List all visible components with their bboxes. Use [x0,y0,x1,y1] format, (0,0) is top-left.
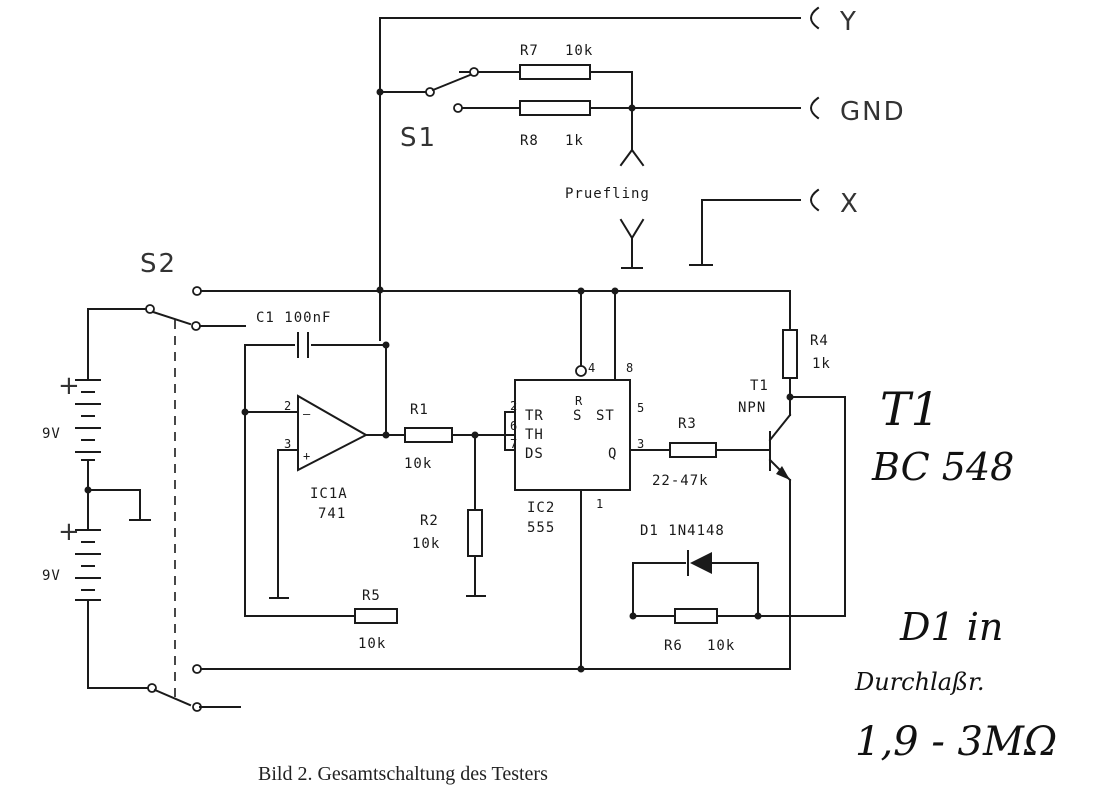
terminal-x: X [810,188,860,219]
timer-pin-s: S [573,408,582,424]
switch-s1: S1 [400,67,479,153]
handwritten-bc548: BC 548 [871,445,1014,489]
resistor-r7-value: 10k [565,43,593,59]
diode-d1: D1 1N4148 [640,523,725,576]
handwritten-t1: T1 [880,382,940,436]
terminal-gnd-label: GND [840,97,906,127]
resistor-r6: R6 10k [664,608,735,654]
timer-pin-5: 5 [637,401,644,415]
battery-2-plus: + [58,517,82,547]
timer-ic2: TR TH DS R S ST Q 2 6 7 4 8 5 3 1 IC2 55… [510,361,644,536]
resistor-r3-value: 22-47k [652,473,709,489]
battery-wiring [87,308,246,708]
junction-dot [382,341,390,349]
resistor-r4: R4 1k [782,329,831,379]
resistor-r5-name: R5 [362,588,381,604]
transistor-name: T1 [750,378,769,394]
terminal-gnd: GND [810,96,906,127]
battery-2-voltage: 9V [42,568,61,584]
resistor-r7-name: R7 [520,43,539,59]
opamp-name: IC1A [310,486,348,502]
figure-caption: Bild 2. Gesamtschaltung des Testers [258,763,548,785]
opamp-noninv-sign: + [303,449,310,463]
junction-dot [84,486,92,494]
timer-pin-ds: DS [525,446,544,462]
timer-pin-th: TH [525,427,544,443]
resistor-r1-value: 10k [404,456,432,472]
resistor-r4-name: R4 [810,333,829,349]
resistor-r7: R7 10k [519,43,593,80]
resistor-r8-value: 1k [565,133,584,149]
timer-pin-1: 1 [596,497,603,511]
timer-pin-4: 4 [588,361,595,375]
junction-dot [577,665,585,673]
junction-dot [382,431,390,439]
emitter-arrow [776,466,790,480]
timer-pin-q: Q [608,446,617,462]
junction-dot [241,408,249,416]
terminal-x-label: X [840,189,860,219]
handwritten-resistance: 1,9 - 3MΩ [855,719,1057,765]
resistor-r8-name: R8 [520,133,539,149]
resistor-r1: R1 10k [404,402,453,472]
top-wiring [379,17,801,291]
resistor-r2-value: 10k [412,536,440,552]
capacitor-c1: C1 100nF [256,310,331,358]
battery-1-plus: + [58,371,82,401]
switch-s2-label: S2 [140,249,177,279]
opamp-inv-sign: – [303,407,311,421]
battery-1: + 9V [42,371,101,461]
junction-dot [754,612,762,620]
opamp-ic1a: – + 2 3 IC1A 741 [284,394,369,522]
resistor-r5-value: 10k [358,636,386,652]
timer-wiring [504,290,771,670]
opamp-part: 741 [318,506,346,522]
resistor-r6-name: R6 [664,638,683,654]
timer-pin-st: ST [596,408,615,424]
switch-s1-label: S1 [400,123,437,153]
dut-clips: Pruefling [565,148,650,256]
resistor-r4-value: 1k [812,356,831,372]
resistor-r3-name: R3 [678,416,697,432]
resistor-r5: R5 10k [354,588,398,652]
timer-name: IC2 [527,500,555,516]
timer-pin-2: 2 [510,399,517,413]
junction-dot [376,88,384,96]
handwritten-direction: Durchlaßr. [854,668,985,696]
junction-dot [629,612,637,620]
opamp-pin-2: 2 [284,399,291,413]
power-rails [200,290,791,670]
timer-pin-8: 8 [626,361,633,375]
opamp-pin-3: 3 [284,437,291,451]
terminal-y-label: Y [839,7,858,37]
timer-pin-6: 6 [510,419,517,433]
timer-part: 555 [527,520,555,536]
junction-dot [786,393,794,401]
handwritten-notes: T1 BC 548 D1 in Durchlaßr. 1,9 - 3MΩ [854,382,1057,765]
battery-1-voltage: 9V [42,426,61,442]
diode-d1-label: D1 1N4148 [640,523,725,539]
transistor-t1: T1 NPN [738,378,769,416]
switch-s2: S2 [140,249,202,712]
resistor-r3: R3 22-47k [652,416,717,489]
timer-pin-3: 3 [637,437,644,451]
junction-dot [471,431,479,439]
battery-2: + 9V [42,517,101,601]
dut-label: Pruefling [565,186,650,202]
timer-pin-7: 7 [510,437,517,451]
opamp-wiring [244,289,516,617]
capacitor-c1-label: C1 100nF [256,310,331,326]
timer-pin-tr: TR [525,408,544,424]
junction-dot [628,104,636,112]
handwritten-d1: D1 in [899,605,1003,649]
resistor-r2: R2 10k [412,509,483,557]
resistor-r8: R8 1k [519,100,591,149]
resistor-r2-name: R2 [420,513,439,529]
timer-pin-r: R [575,394,583,408]
resistor-r1-name: R1 [410,402,429,418]
resistor-r6-value: 10k [707,638,735,654]
transistor-type: NPN [738,400,766,416]
terminal-y: Y [810,6,858,37]
